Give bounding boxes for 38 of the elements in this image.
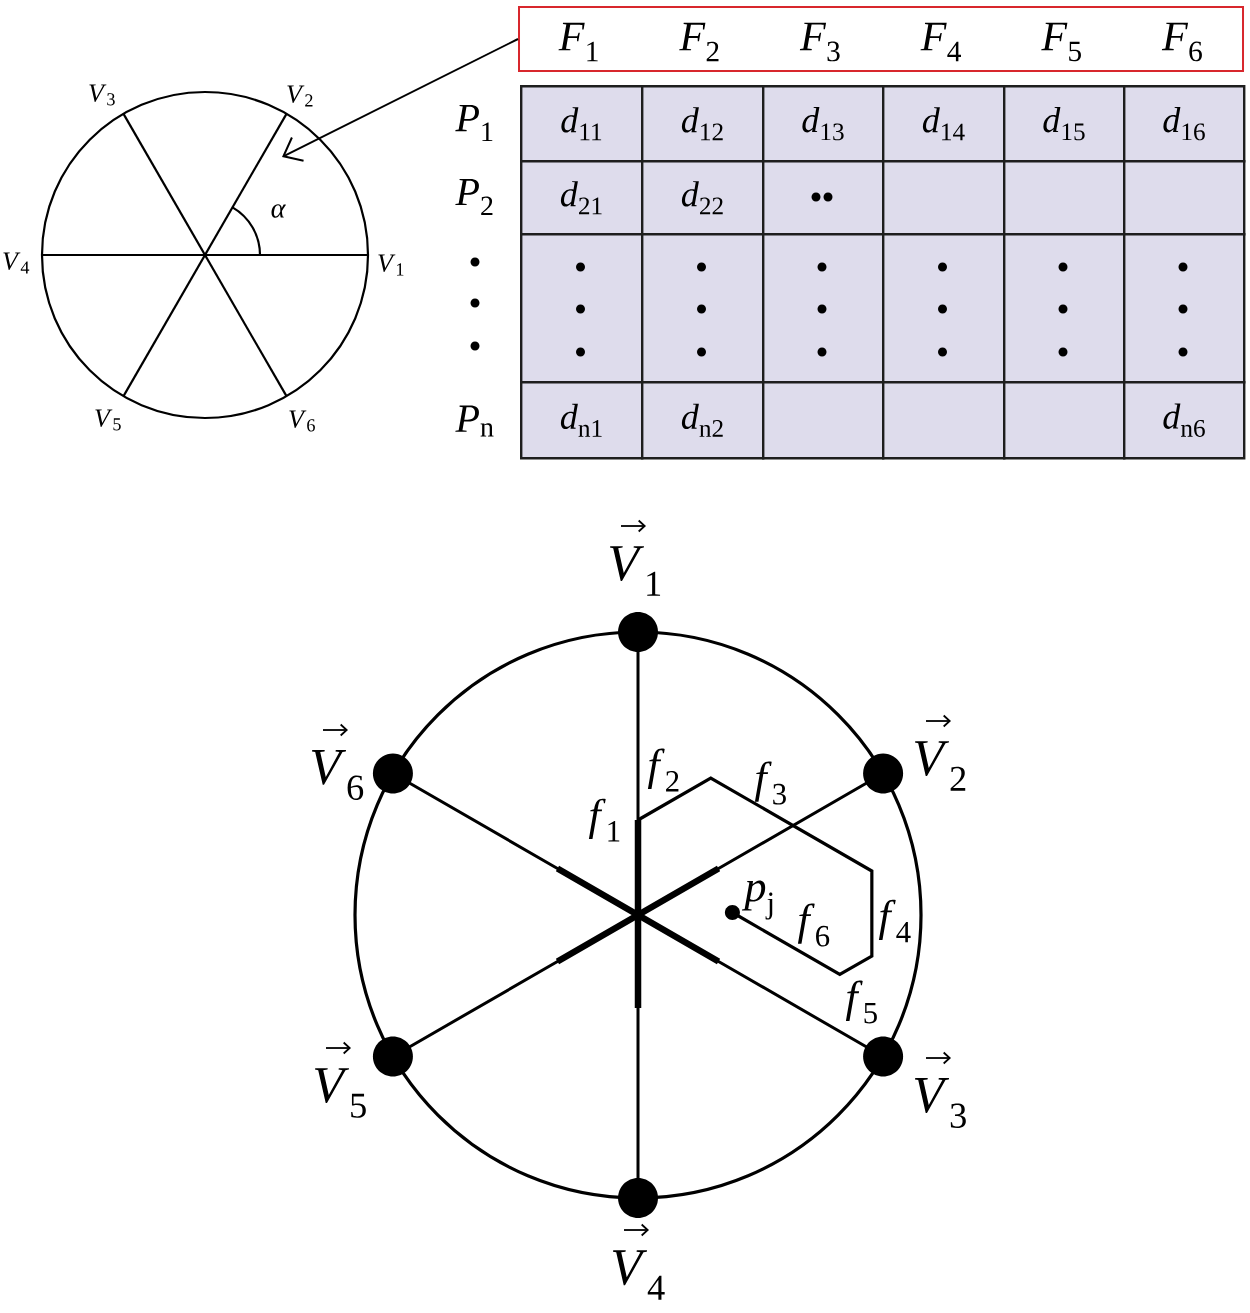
vector-label: V$_{4}$ (613, 1250, 665, 1300)
vector-label: V$_{1}$ (610, 546, 661, 596)
row-label: P$_{1}$ (455, 104, 493, 142)
row-label: P$_{n}$ (455, 405, 494, 437)
segment-label: f$_{6}$ (797, 903, 830, 947)
segment-label: f$_{3}$ (754, 761, 786, 805)
column-heading: F$_{5}$ (1041, 22, 1081, 62)
table-cell: d$_{22}$ (641, 160, 765, 236)
vector-label: V$_{2}$ (915, 741, 966, 791)
table-cell: d$_{n2}$ (641, 381, 765, 460)
table-cell: d$_{13}$ (762, 85, 885, 163)
segment-label: f$_{5}$ (845, 980, 877, 1024)
point-label: p$_{j}$ (741, 880, 773, 920)
table-cell: d$_{15}$ (1003, 85, 1126, 163)
table-cell: d$_{12}$ (641, 85, 765, 163)
row-label: P$_{2}$ (455, 178, 493, 216)
segment-label: f$_{4}$ (878, 899, 911, 943)
table-cell: d$_{11}$ (520, 85, 644, 163)
table-cell: d$_{21}$ (520, 160, 644, 236)
table-cell: d$_{n1}$ (520, 381, 644, 460)
segment-label: f$_{1}$ (588, 798, 620, 842)
angle-label: α (271, 204, 286, 218)
vector-label: V$_{3}$ (915, 1078, 966, 1128)
axis-label: V$_{5}$ (95, 409, 121, 431)
table-cell: d$_{n6}$ (1123, 381, 1246, 460)
column-heading: F$_{3}$ (799, 22, 840, 62)
column-heading: F$_{6}$ (1161, 22, 1202, 62)
vector-label: V$_{5}$ (315, 1068, 366, 1118)
axis-label: V$_{3}$ (89, 84, 115, 106)
column-heading: F$_{2}$ (679, 22, 719, 62)
column-heading: F$_{1}$ (558, 22, 598, 62)
table-cell: d$_{16}$ (1123, 85, 1246, 163)
table-cell: d$_{14}$ (882, 85, 1006, 163)
vector-label: V$_{6}$ (312, 750, 364, 800)
axis-label: V$_{2}$ (287, 85, 313, 107)
axis-label: V$_{6}$ (289, 410, 315, 432)
column-heading: F$_{4}$ (920, 22, 961, 62)
segment-label: f$_{2}$ (647, 748, 679, 792)
